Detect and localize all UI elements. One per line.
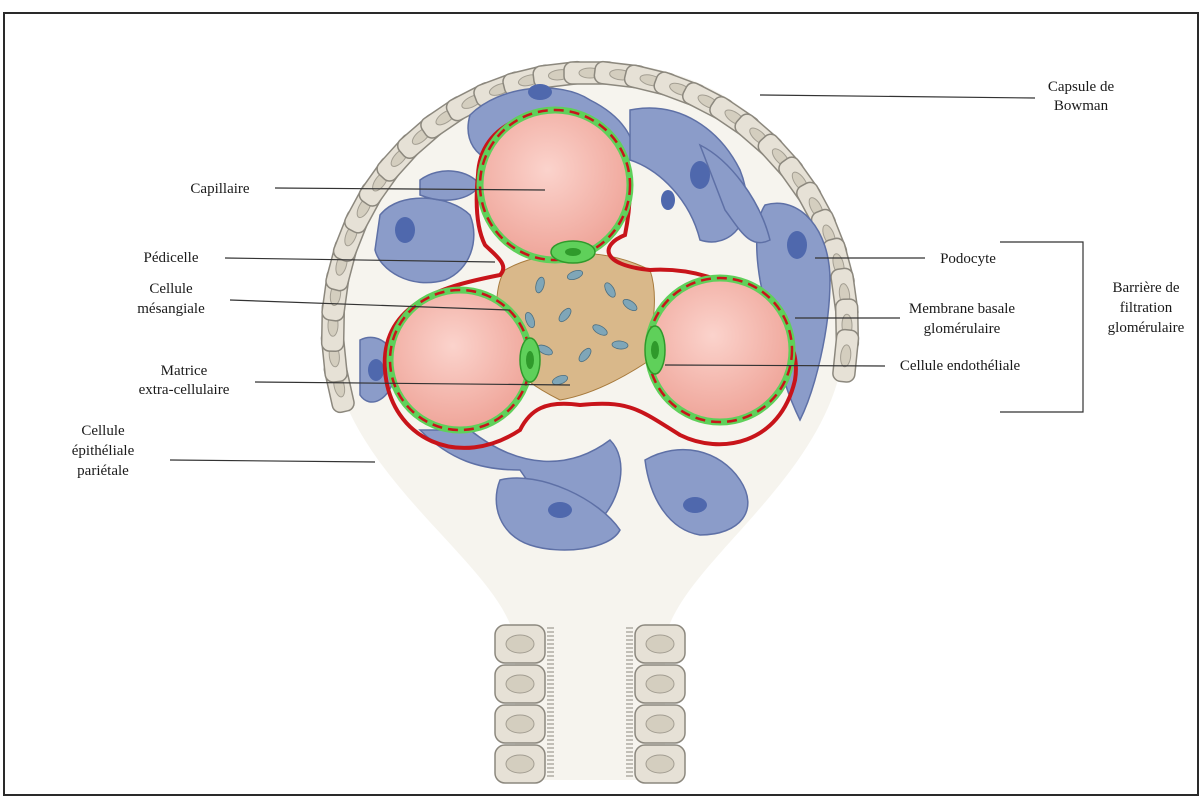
label-gbm-line1: Membrane basale — [909, 301, 1016, 317]
label-bowman-capsule-line1: Capsule de — [1048, 79, 1115, 95]
label-matrix-line2: extra-cellulaire — [139, 382, 230, 398]
label-barrier-line3: glomérulaire — [1108, 320, 1185, 336]
tubule-nucleus — [506, 715, 534, 733]
label-pedicel: Pédicelle — [144, 250, 199, 266]
tubule-nucleus — [506, 675, 534, 693]
label-podocyte: Podocyte — [940, 251, 996, 267]
label-gbm-line2: glomérulaire — [924, 321, 1001, 337]
label-parietal-line1: Cellule — [81, 423, 125, 439]
label-barrier-line2: filtration — [1120, 300, 1173, 316]
parietal-cell — [832, 329, 859, 383]
label-bowman-capsule-line2: Bowman — [1054, 98, 1109, 114]
tubule-nucleus — [506, 755, 534, 773]
label-barrier-line1: Barrière de — [1112, 280, 1179, 296]
tubule-nucleus — [506, 635, 534, 653]
label-parietal-line3: pariétale — [77, 463, 129, 479]
label-mesangial-line1: Cellule — [149, 281, 193, 297]
label-parietal-line2: épithéliale — [72, 443, 135, 459]
tubule-nucleus — [646, 755, 674, 773]
tubule-nucleus — [646, 715, 674, 733]
label-endothelial: Cellule endothéliale — [900, 358, 1021, 374]
tubule-nucleus — [646, 675, 674, 693]
label-matrix-line1: Matrice — [161, 363, 208, 379]
label-mesangial-line2: mésangiale — [137, 301, 205, 317]
label-capillary: Capillaire — [190, 181, 249, 197]
tubule-nucleus — [646, 635, 674, 653]
